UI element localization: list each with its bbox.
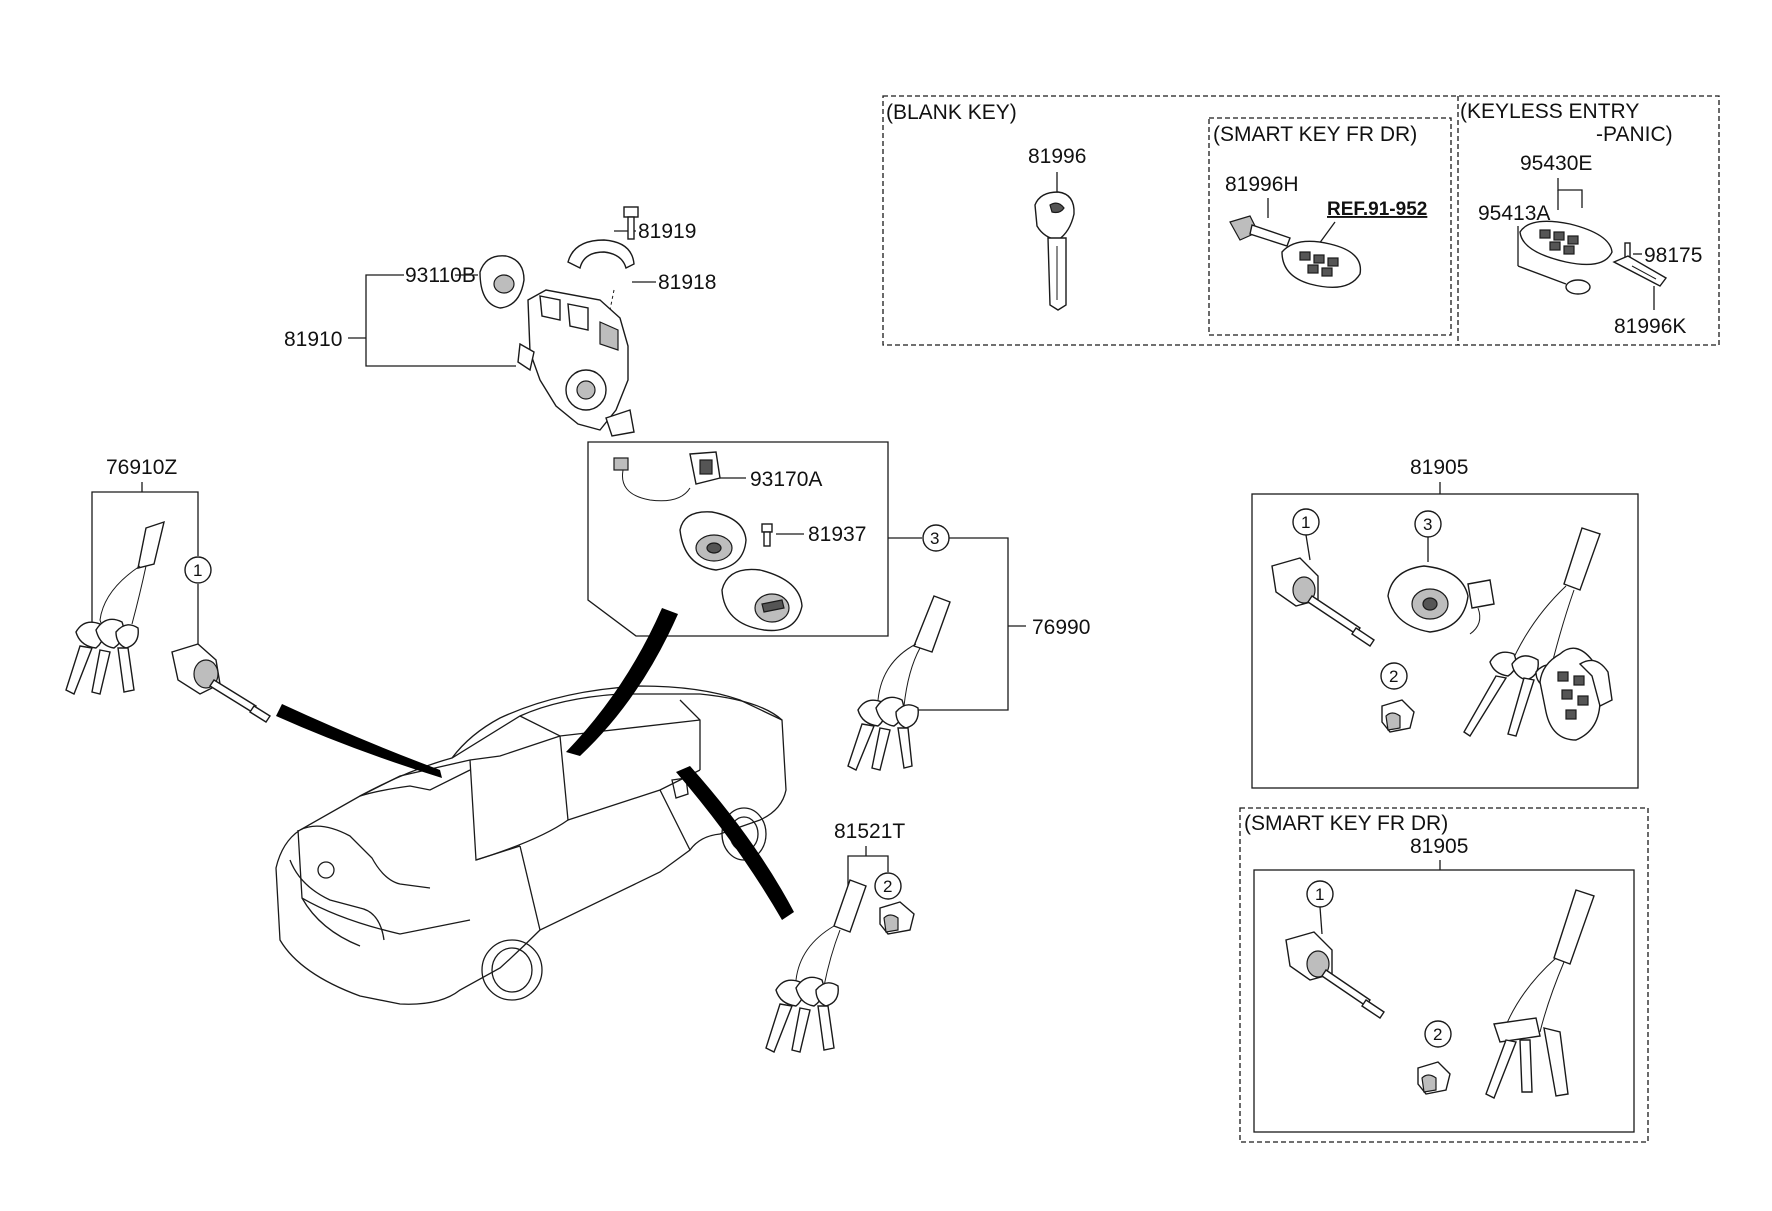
svg-text:3: 3 <box>930 529 939 548</box>
callout-2-trunk <box>874 872 902 900</box>
key-set-76990-icon <box>847 595 951 771</box>
svg-text:2: 2 <box>1433 1025 1442 1044</box>
smart-key-heading-top: (SMART KEY FR DR) <box>1213 123 1417 146</box>
key-set-top-icon <box>1463 527 1613 741</box>
smart-key-fob-icon <box>1281 240 1362 288</box>
svg-text:2: 2 <box>883 877 892 896</box>
smart-key-heading-bottom: (SMART KEY FR DR) <box>1244 812 1448 835</box>
arrow-to-key <box>676 766 794 920</box>
svg-text:1: 1 <box>1301 513 1310 532</box>
label-81996H: 81996H <box>1225 173 1299 196</box>
key-options-panel: (BLANK KEY) (SMART KEY FR DR) (KEYLESS E… <box>882 95 1720 346</box>
label-81996: 81996 <box>1028 145 1086 168</box>
pointer-arrows <box>276 608 794 920</box>
key-set-81521T-icon <box>765 879 867 1053</box>
label-95413A: 95413A <box>1478 202 1550 225</box>
callout-1-door-lock <box>184 556 212 584</box>
ref-91-952-link[interactable]: REF.91-952 <box>1327 199 1427 220</box>
key-options-frame <box>882 95 1720 346</box>
car-illustration <box>275 685 787 1005</box>
lock-set-81905-top: 81905 1 3 2 <box>1251 456 1639 789</box>
blank-key-icon <box>1034 191 1075 311</box>
lock-cap-top-icon <box>1381 699 1415 733</box>
lock-set-81905-bottom: (SMART KEY FR DR) 81905 1 2 <box>1239 807 1649 1143</box>
door-lock-76910Z-group: 76910Z 1 <box>65 456 271 723</box>
smart-key-frame-bottom <box>1239 807 1649 1143</box>
key-set-76910Z-icon <box>65 520 165 695</box>
door-cylinder-top-icon <box>1271 557 1375 647</box>
svg-text:1: 1 <box>1315 885 1324 904</box>
clamp-81918-icon <box>567 239 635 270</box>
screw-81937-icon <box>761 523 773 547</box>
lock-cap-icon <box>879 901 915 935</box>
label-95430E: 95430E <box>1520 152 1592 175</box>
ignition-switch-group: 93170A 81937 3 76990 <box>587 441 1090 771</box>
bolt-81919-icon <box>623 206 639 240</box>
key-cylinder-housing-icon <box>679 511 747 571</box>
callout-2-top <box>1380 662 1408 690</box>
label-81905-bottom: 81905 <box>1410 835 1468 858</box>
label-93110B: 93110B <box>405 264 476 287</box>
callout-2-bottom <box>1424 1020 1452 1048</box>
label-81918: 81918 <box>658 271 716 294</box>
arrow-to-door <box>276 704 442 778</box>
door-lock-cylinder-icon <box>171 643 271 723</box>
label-81919: 81919 <box>638 220 696 243</box>
label-81996K: 81996K <box>1614 315 1686 338</box>
ignition-knob-icon <box>721 568 803 632</box>
smart-key-frame-top <box>1208 117 1452 336</box>
keyless-remote-icon <box>1519 220 1613 266</box>
steering-lock-body-icon <box>517 289 635 437</box>
label-93170A: 93170A <box>750 468 822 491</box>
emergency-key-blade-icon <box>1229 215 1291 247</box>
key-set-bottom-icon <box>1485 889 1595 1099</box>
door-cylinder-bottom-icon <box>1285 931 1385 1019</box>
lock-set-frame-top <box>1251 493 1639 789</box>
ignition-cylinder-top-icon <box>1387 565 1495 635</box>
label-98175: 98175 <box>1644 244 1702 267</box>
ignition-switch-frame <box>587 441 889 637</box>
wire-harness-93170A-icon <box>613 451 721 502</box>
lock-set-frame-bottom <box>1253 869 1635 1133</box>
coin-battery-icon <box>1565 279 1591 295</box>
label-81521T: 81521T <box>834 820 905 843</box>
svg-text:3: 3 <box>1423 515 1432 534</box>
svg-text:1: 1 <box>193 561 202 580</box>
lock-cap-bottom-icon <box>1417 1061 1451 1095</box>
keyless-entry-heading-line2: -PANIC) <box>1596 123 1673 146</box>
arrow-to-ignition <box>566 608 678 756</box>
label-76910Z: 76910Z <box>106 456 177 479</box>
svg-text:2: 2 <box>1389 667 1398 686</box>
blank-key-heading: (BLANK KEY) <box>886 101 1017 124</box>
label-81905-top: 81905 <box>1410 456 1468 479</box>
label-81937: 81937 <box>808 523 866 546</box>
trunk-lock-81521T-group: 81521T 2 <box>765 820 915 1053</box>
ignition-sensor-93110B-icon <box>479 255 525 309</box>
keyless-entry-heading: (KEYLESS ENTRY <box>1460 100 1639 123</box>
steering-lock-assembly: 81919 81918 93110B 81910 <box>284 206 716 437</box>
label-81910: 81910 <box>284 328 342 351</box>
keyless-key-blade-icon <box>1612 255 1668 287</box>
label-76990: 76990 <box>1032 616 1090 639</box>
